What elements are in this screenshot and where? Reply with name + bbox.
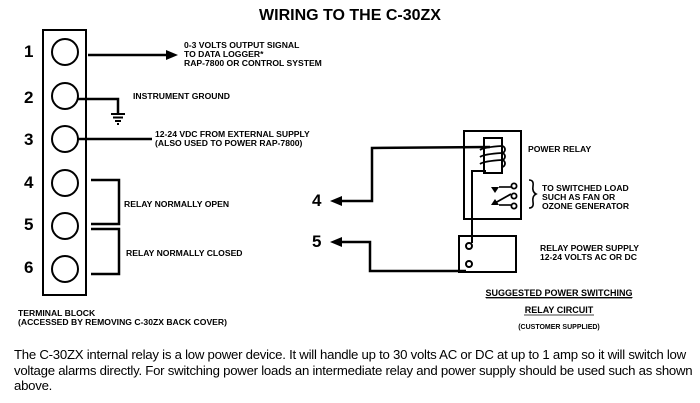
terminal-block [42, 29, 87, 296]
ground-icon [111, 113, 125, 125]
terminal-2-label: INSTRUMENT GROUND [133, 91, 230, 101]
power-relay-box [463, 130, 522, 220]
load-label-line3: OZONE GENERATOR [542, 201, 630, 211]
wire-4-label: 4 [312, 191, 322, 210]
load-brace-icon [528, 179, 538, 209]
arrow-left-icon [330, 237, 342, 247]
terminal-number-4: 4 [24, 173, 34, 192]
wire-5-label: 5 [312, 232, 321, 251]
supply-terminal-2 [465, 260, 473, 268]
terminal-1-label-line1: 0-3 VOLTS OUTPUT SIGNAL [184, 40, 299, 50]
diagram-title: WIRING TO THE C-30ZX [259, 7, 441, 24]
relay-circuit-caption-line3: (CUSTOMER SUPPLIED) [518, 324, 600, 331]
supply-label-line1: RELAY POWER SUPPLY [540, 243, 639, 253]
terminal-number-6: 6 [24, 258, 33, 277]
relay-normally-closed-bracket [91, 227, 121, 276]
terminal-screw-4 [51, 169, 79, 197]
terminal-number-1: 1 [24, 42, 33, 61]
relay-normally-open-label: RELAY NORMALLY OPEN [124, 199, 229, 209]
wire-to-terminal-5 [340, 240, 466, 273]
arrow-left-icon [330, 196, 342, 206]
supply-label-line2: 12-24 VOLTS AC OR DC [540, 252, 637, 262]
terminal-block-caption-line2: (ACCESSED BY REMOVING C-30ZX BACK COVER) [18, 317, 227, 327]
terminal-number-2: 2 [24, 88, 33, 107]
arrow-right-icon [166, 50, 178, 60]
terminal-1-label-line2: TO DATA LOGGER* [184, 49, 264, 59]
terminal-screw-5 [51, 212, 79, 240]
ground-wire [78, 97, 120, 113]
coil-to-supply-wire [471, 170, 486, 243]
relay-normally-open-bracket [91, 178, 121, 226]
terminal-3-label-line2: (ALSO USED TO POWER RAP-7800) [155, 138, 303, 148]
relay-circuit-caption-line2: RELAY CIRCUIT [525, 305, 594, 315]
description-paragraph: The C-30ZX internal relay is a low power… [14, 347, 693, 393]
load-label-line2: SUCH AS FAN OR [542, 192, 616, 202]
terminal-3-label-line1: 12-24 VDC FROM EXTERNAL SUPPLY [155, 129, 310, 139]
terminal-number-3: 3 [24, 130, 33, 149]
supply-terminal-1 [465, 242, 473, 250]
relay-normally-closed-label: RELAY NORMALLY CLOSED [126, 248, 243, 258]
terminal-1-label-line3: RAP-7800 OR CONTROL SYSTEM [184, 58, 322, 68]
load-label-line1: TO SWITCHED LOAD [542, 183, 629, 193]
coil-winding-icon [479, 145, 506, 168]
relay-contacts-icon [491, 182, 518, 210]
terminal-screw-1 [51, 38, 79, 66]
terminal-screw-6 [51, 255, 79, 283]
relay-power-supply-box [458, 235, 517, 273]
terminal-block-caption-line1: TERMINAL BLOCK [18, 308, 96, 318]
terminal-screw-3 [51, 125, 79, 153]
terminal-number-5: 5 [24, 215, 33, 234]
power-relay-label: POWER RELAY [528, 144, 591, 154]
relay-circuit-caption-line1: SUGGESTED POWER SWITCHING [485, 288, 632, 298]
terminal-screw-2 [51, 82, 79, 110]
wire-to-terminal-4 [340, 145, 491, 203]
